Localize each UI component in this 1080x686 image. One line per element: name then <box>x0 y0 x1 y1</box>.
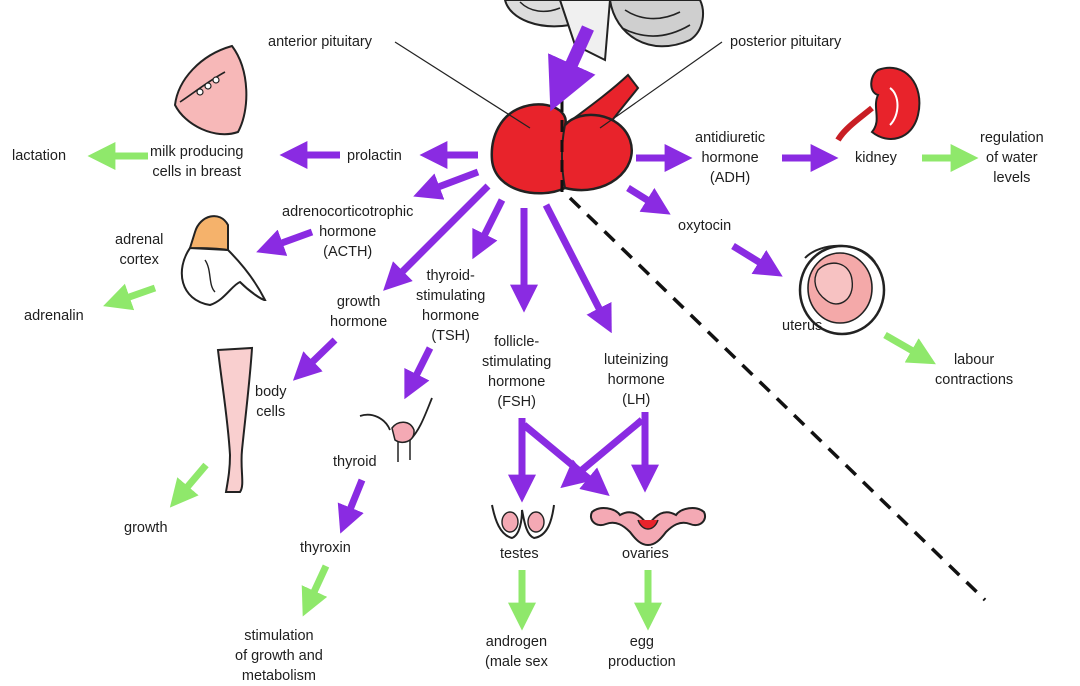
thyroid-icon <box>359 397 433 462</box>
divider-line <box>568 196 987 602</box>
breast-icon <box>173 44 248 136</box>
hormone-arrows <box>256 141 839 534</box>
adrenalin-label: adrenalin <box>24 308 84 324</box>
lactation-label: lactation <box>12 148 67 164</box>
prolactin-label: prolactin <box>347 148 402 164</box>
brain-icon <box>503 0 704 62</box>
anterior-pituitary-label: anterior pituitary <box>268 34 372 50</box>
leader-line <box>394 41 531 129</box>
ovaries-label: ovaries <box>622 546 669 562</box>
growth-label: growth <box>124 520 168 536</box>
leg-icon <box>216 346 254 493</box>
pituitary-gland-icon <box>490 73 640 195</box>
posterior-pituitary-label: posterior pituitary <box>730 34 842 50</box>
kidney-icon <box>835 66 921 142</box>
oxytocin-label: oxytocin <box>678 218 732 234</box>
adrenal-kidney-icon <box>180 215 267 307</box>
leader-line <box>599 41 723 129</box>
thyroid-label: thyroid <box>333 454 377 470</box>
ovaries-icon <box>590 507 706 547</box>
uterus-label: uterus <box>782 318 823 334</box>
effect-arrows <box>87 142 979 631</box>
testes-label: testes <box>500 546 539 562</box>
hypothalamus-arrow <box>548 25 596 112</box>
kidney-label: kidney <box>855 150 897 166</box>
testes-icon <box>491 504 555 540</box>
uterus-icon <box>798 244 886 336</box>
thyroxin-label: thyroxin <box>300 540 351 556</box>
androgen-label: androgen(male sex <box>485 634 548 670</box>
